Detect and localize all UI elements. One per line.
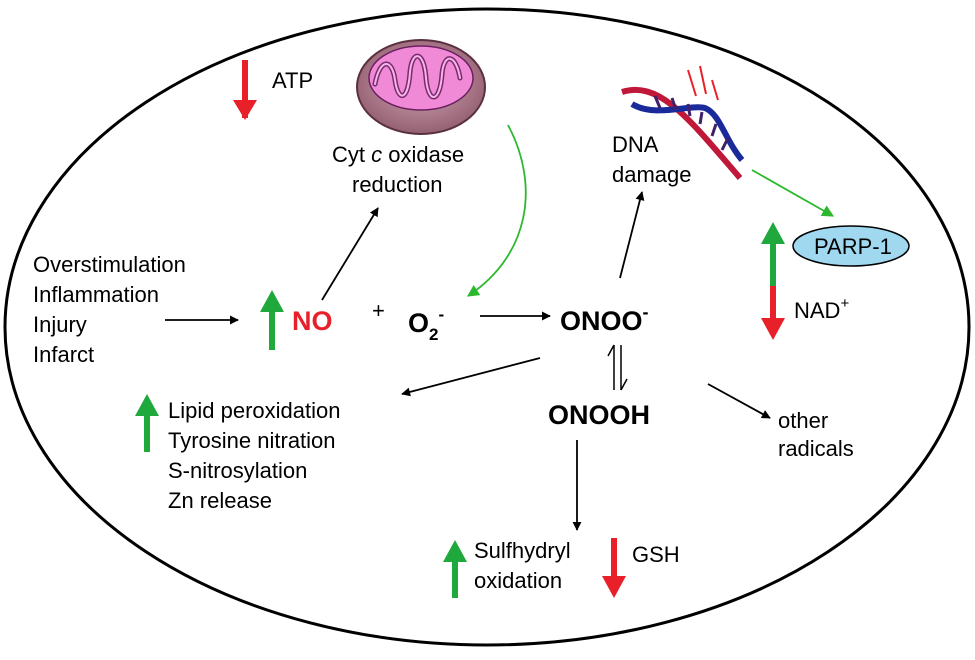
nad-label: NAD+ <box>794 295 849 323</box>
atp-label: ATP <box>272 68 313 93</box>
no-label: NO <box>292 306 333 336</box>
effect-lipid-peroxidation: Lipid peroxidation <box>168 398 340 423</box>
effect-s-nitrosylation: S-nitrosylation <box>168 458 307 483</box>
parp-label: PARP-1 <box>814 234 892 259</box>
cause-overstimulation: Overstimulation <box>33 252 186 277</box>
peroxynitrite-to-radicals-arrow <box>707 383 771 419</box>
cause-injury: Injury <box>33 312 87 337</box>
effect-tyrosine-nitration: Tyrosine nitration <box>168 428 336 453</box>
superoxide-label: O2- <box>408 305 444 344</box>
mitochondrion-icon <box>356 39 486 135</box>
parp-badge <box>792 225 910 267</box>
cyt-reduction-label: reduction <box>352 172 443 197</box>
effect-zn-release: Zn release <box>168 488 272 513</box>
peroxynitrite-label: ONOO- <box>560 302 649 336</box>
oxidation-label: oxidation <box>474 568 562 593</box>
other-label: other <box>778 408 828 433</box>
cell-membrane <box>3 7 971 647</box>
dna-label: DNA <box>612 132 659 157</box>
mitochondrion-to-superoxide-arrow <box>466 124 527 297</box>
onooh-label: ONOOH <box>548 400 650 430</box>
dna-helix-icon <box>621 65 745 180</box>
equilibrium-arrow <box>607 344 628 391</box>
sulfhydryl-label: Sulfhydryl <box>474 538 571 563</box>
cause-infarct: Infarct <box>33 342 94 367</box>
peroxynitrite-to-dna-arrow <box>619 191 645 279</box>
no-to-cyt-arrow <box>321 207 379 301</box>
dna-damage-label: damage <box>612 162 692 187</box>
peroxynitrite-to-effects-arrow <box>401 357 541 397</box>
gsh-label: GSH <box>632 542 680 567</box>
plus-sign: + <box>372 298 385 323</box>
dna-to-parp-arrow <box>751 169 835 217</box>
cyt-oxidase-label: Cyt c oxidase <box>332 142 464 167</box>
cause-inflammation: Inflammation <box>33 282 159 307</box>
radicals-label: radicals <box>778 436 854 461</box>
